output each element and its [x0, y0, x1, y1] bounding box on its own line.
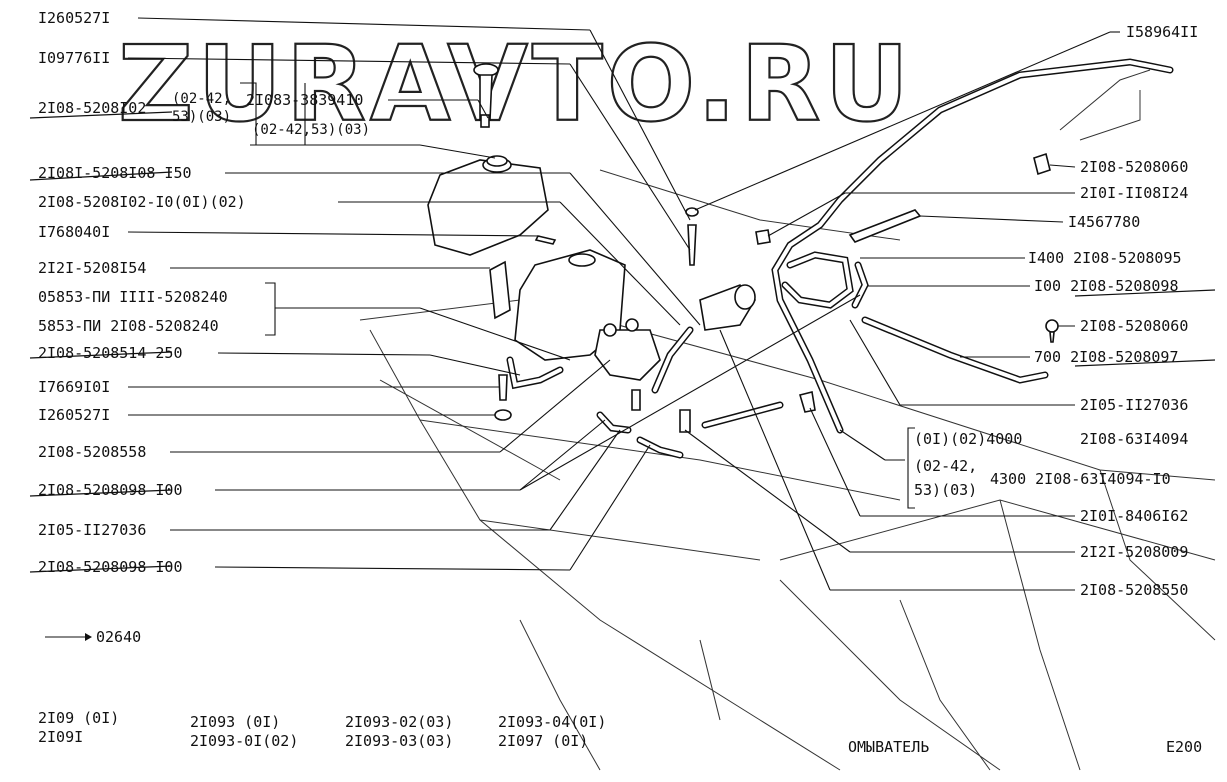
label-r11b: 4300 2I08-63I4094-I0 [990, 470, 1171, 488]
label-strikes [29, 111, 1216, 573]
label-r3: 2I0I-II08I24 [1080, 184, 1188, 202]
model-m2: 2I09I [38, 728, 83, 746]
left-labels: I260527I I09776II 2I08-5208I02 (02-42, 5… [38, 9, 370, 646]
label-l3b: (02-42, [172, 91, 231, 107]
label-l15: 2I05-II27036 [38, 521, 146, 539]
label-r6: I00 2I08-5208098 [1034, 277, 1179, 295]
label-l4: 2I08I-5208I08 I50 [38, 164, 192, 182]
label-brackets [240, 82, 915, 509]
model-m3: 2I093 (0I) [190, 713, 280, 731]
label-l10: 2I08-5208514 250 [38, 344, 183, 362]
label-l14: 2I08-5208098 I00 [38, 481, 183, 499]
model-m1: 2I09 (0I) [38, 709, 119, 727]
fasteners [494, 152, 1059, 433]
car-body-outline [359, 69, 1216, 771]
label-r4: I4567780 [1068, 213, 1140, 231]
label-r10b: 2I08-63I4094 [1080, 430, 1188, 448]
label-l7: 2I2I-5208I54 [38, 259, 146, 277]
label-l9: 5853-ПИ 2I08-5208240 [38, 317, 219, 335]
label-l2: I09776II [38, 49, 110, 67]
clip-strip [848, 209, 922, 243]
label-r10: (0I)(02)4000 [914, 430, 1022, 448]
label-r2: 2I08-5208060 [1080, 158, 1188, 176]
label-l13: 2I08-5208558 [38, 443, 146, 461]
model-list: 2I09 (0I) 2I09I 2I093 (0I) 2I093-0I(02) … [38, 709, 606, 750]
label-l3c: 53)(03) [172, 109, 231, 125]
lower-reservoir [514, 249, 626, 361]
model-m5: 2I093-02(03) [345, 713, 453, 731]
label-r14: 2I08-5208550 [1080, 581, 1188, 599]
leader-lines [45, 17, 1120, 641]
label-r12: 2I0I-8406I62 [1080, 507, 1188, 525]
page-code: E200 [1166, 738, 1202, 756]
model-m6: 2I093-03(03) [345, 732, 453, 750]
label-l8: 05853-ПИ IIII-5208240 [38, 288, 228, 306]
label-l16: 2I08-5208098 I00 [38, 558, 183, 576]
model-m4: 2I093-0I(02) [190, 732, 298, 750]
watermark: ZURAVTO.RU [118, 23, 913, 145]
label-r11: (02-42, [914, 457, 977, 475]
label-r5: I400 2I08-5208095 [1028, 249, 1182, 267]
reservoir-bracket [489, 260, 511, 320]
label-l1: I260527I [38, 9, 110, 27]
washer-motor [699, 284, 757, 331]
right-labels: I58964II 2I08-5208060 2I0I-II08I24 I4567… [914, 23, 1198, 599]
label-l3e: (02-42,53)(03) [252, 122, 370, 138]
model-m8: 2I097 (0I) [498, 732, 588, 750]
pump-block [594, 318, 661, 381]
label-r11c: 53)(03) [914, 481, 977, 499]
label-l17: 02640 [96, 628, 141, 646]
label-l5: 2I08-5208I02-I0(0I)(02) [38, 193, 246, 211]
model-m7: 2I093-04(0I) [498, 713, 606, 731]
label-l3d: 2I083-3839410 [246, 91, 363, 109]
label-l3: 2I08-5208I02 [38, 99, 146, 117]
diagram-caption: ОМЫВАТЕЛЬ [848, 738, 929, 756]
hoses [506, 58, 1174, 459]
label-r9: 2I05-II27036 [1080, 396, 1188, 414]
label-r1: I58964II [1126, 23, 1198, 41]
label-l12: I260527I [38, 406, 110, 424]
label-r7: 2I08-5208060 [1080, 317, 1188, 335]
upper-reservoir [427, 155, 549, 256]
label-l6: I768040I [38, 223, 110, 241]
label-r13: 2I2I-5208009 [1080, 543, 1188, 561]
label-r8: 700 2I08-5208097 [1034, 348, 1179, 366]
label-l11: I7669I0I [38, 378, 110, 396]
